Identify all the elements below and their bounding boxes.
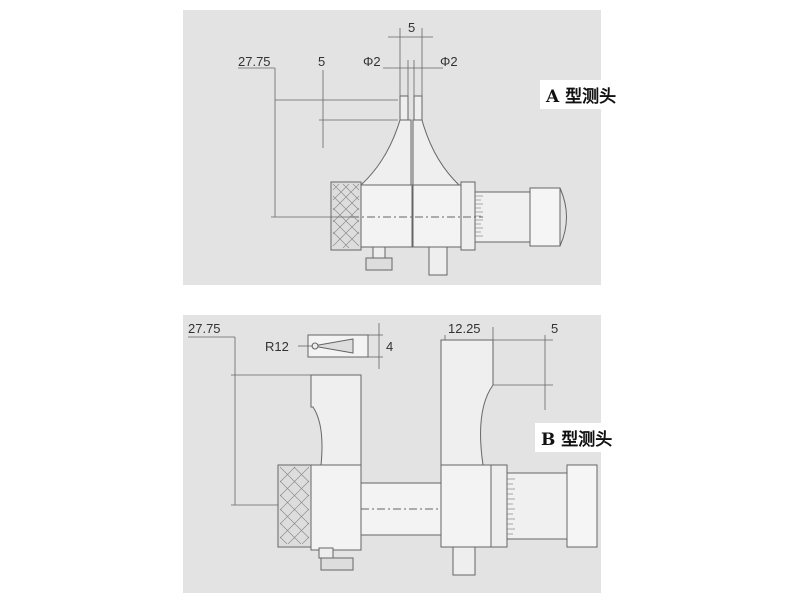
dim-tip-height: 5 [318, 54, 326, 69]
body-right [412, 184, 462, 248]
arm-left [359, 119, 412, 186]
dim-overall-height: 27.75 [238, 54, 271, 69]
thimble [460, 181, 476, 251]
drum-graduations [475, 195, 483, 237]
dim-tip-gap: 5 [408, 20, 416, 35]
dim-diameter-right: Φ2 [440, 54, 458, 69]
arm-right [412, 119, 461, 186]
right-probe-tip [440, 339, 494, 466]
drum-graduations [507, 478, 515, 535]
knurl-knob [330, 181, 362, 251]
panel-a-title: A 型测头 [540, 80, 623, 109]
panel-b-type-probe: 27.75 R12 4 12.25 5 B 型测头 [183, 315, 619, 593]
left-probe-body [310, 464, 362, 551]
left-probe-tip [310, 374, 362, 466]
sleeve-end [559, 187, 567, 247]
tip-left [399, 95, 409, 121]
bottom-stud-right [452, 546, 476, 576]
body-left [358, 184, 413, 248]
dimension-lines [188, 323, 553, 506]
dim-radius: R12 [265, 339, 289, 354]
panel-a-type-probe: 27.75 5 5 Φ2 Φ2 A 型测头 [183, 10, 623, 285]
knurl-pattern [279, 466, 310, 545]
micrometer-sleeve [529, 187, 561, 247]
right-probe-body [440, 464, 492, 548]
dim-diameter-left: Φ2 [363, 54, 381, 69]
micrometer-sleeve [566, 464, 598, 548]
dim-right-height: 5 [551, 321, 559, 336]
bottom-screw [320, 557, 354, 571]
dimension-lines [238, 28, 443, 218]
dim-overall-height: 27.75 [188, 321, 221, 336]
micrometer-drum [474, 191, 531, 243]
bottom-stud-right [428, 246, 448, 276]
knurl-pattern [332, 183, 360, 249]
dim-right-offset: 12.25 [448, 321, 481, 336]
panel-b-drawing [188, 323, 598, 576]
bottom-screw-left [365, 257, 393, 271]
dim-tip-thickness: 4 [386, 339, 394, 354]
thimble [490, 464, 508, 548]
tip-right [413, 95, 423, 121]
panel-a-drawing [238, 28, 567, 276]
micrometer-drum [506, 472, 568, 540]
panel-b-title: B 型测头 [535, 423, 619, 452]
